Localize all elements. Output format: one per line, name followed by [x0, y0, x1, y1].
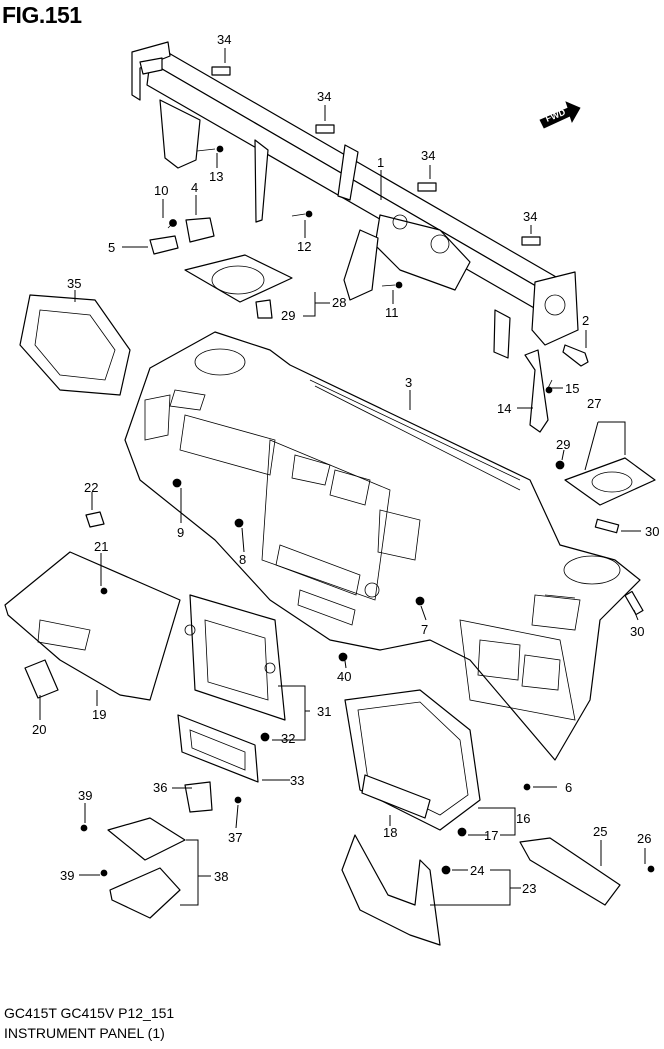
callout: 8	[239, 552, 246, 567]
figure-caption: INSTRUMENT PANEL (1)	[4, 1025, 165, 1041]
screws	[167, 145, 589, 394]
callout: 27	[587, 396, 601, 411]
callout: 25	[593, 824, 607, 839]
callout: 6	[565, 780, 572, 795]
instrument-panel-3	[124, 331, 641, 761]
tray-38	[107, 817, 186, 861]
side-panel-35	[19, 294, 131, 396]
callout: 13	[209, 169, 223, 184]
model-line: GC415T GC415V P12_151	[4, 1005, 175, 1021]
fwd-arrow-icon: FWD	[539, 101, 581, 129]
callout: 18	[383, 825, 397, 840]
callout: 31	[317, 704, 331, 719]
callout: 39	[60, 868, 74, 883]
clip-30-a	[594, 518, 620, 534]
callout: 16	[516, 811, 530, 826]
clip-8	[234, 518, 244, 528]
screw-39b	[100, 869, 108, 877]
callout: 40	[337, 669, 351, 684]
vent-plate-27	[564, 457, 656, 506]
callout: 14	[497, 401, 511, 416]
callout: 37	[228, 830, 242, 845]
screw-37	[234, 796, 242, 804]
lower-panel-23	[341, 834, 441, 946]
sensor-5	[149, 235, 179, 255]
callout: 30	[645, 524, 659, 539]
callout: 9	[177, 525, 184, 540]
glove-box-19	[4, 551, 181, 701]
callout: 20	[32, 722, 46, 737]
callout: 39	[78, 788, 92, 803]
clip-30-b	[624, 590, 644, 616]
clip-34-d	[521, 236, 541, 246]
callout: 34	[317, 89, 331, 104]
clip-29b	[555, 460, 565, 470]
leader-lines	[39, 48, 646, 906]
callout: 7	[421, 622, 428, 637]
clip-32	[260, 732, 270, 742]
callout-labels: 1 2 3 4 5 6 7 8 9 10 11 12 13 14 15 16 1…	[32, 32, 659, 896]
clip-9	[172, 478, 182, 488]
callout: 12	[297, 239, 311, 254]
clip-7	[415, 596, 425, 606]
clip-22	[85, 511, 105, 528]
callout: 4	[191, 180, 198, 195]
callout: 17	[484, 828, 498, 843]
callout: 36	[153, 780, 167, 795]
callout: 23	[522, 881, 536, 896]
bracket-33	[177, 714, 259, 783]
screw-6	[523, 783, 531, 791]
callout: 34	[421, 148, 435, 163]
callout: 34	[217, 32, 231, 47]
steering-support-beam	[131, 41, 579, 359]
callout: 32	[281, 731, 295, 746]
callout: 21	[94, 539, 108, 554]
clip-34-a	[211, 66, 231, 76]
clip-24	[441, 865, 451, 875]
clip-17	[457, 827, 467, 837]
trim-18	[361, 774, 431, 819]
callout: 26	[637, 831, 651, 846]
callout: 29	[281, 308, 295, 323]
switch-4	[185, 217, 215, 243]
latch-20	[24, 659, 59, 699]
callout: 34	[523, 209, 537, 224]
callout: 15	[565, 381, 579, 396]
duct-plate-28	[184, 254, 293, 303]
cover-25	[519, 837, 621, 906]
bracket-36	[184, 781, 213, 813]
clip-40	[338, 652, 348, 662]
figure-title: FIG.151	[2, 2, 82, 28]
callout: 1	[377, 155, 384, 170]
callout: 30	[630, 624, 644, 639]
screw-26	[647, 865, 655, 873]
clip-34-b	[315, 124, 335, 134]
bracket-14	[524, 349, 549, 433]
callout: 11	[385, 305, 399, 320]
callout: 19	[92, 707, 106, 722]
callout: 2	[582, 313, 589, 328]
callout: 38	[214, 869, 228, 884]
clip-34-c	[417, 182, 437, 192]
callout: 5	[108, 240, 115, 255]
callout: 29	[556, 437, 570, 452]
callout: 10	[154, 183, 168, 198]
callout: 3	[405, 375, 412, 390]
callout: 33	[290, 773, 304, 788]
callout: 22	[84, 480, 98, 495]
callout: 24	[470, 863, 484, 878]
screw-39a	[80, 824, 88, 832]
screw-21	[100, 587, 108, 595]
callout: 35	[67, 276, 81, 291]
bezel-31	[189, 594, 286, 721]
callout: 28	[332, 295, 346, 310]
